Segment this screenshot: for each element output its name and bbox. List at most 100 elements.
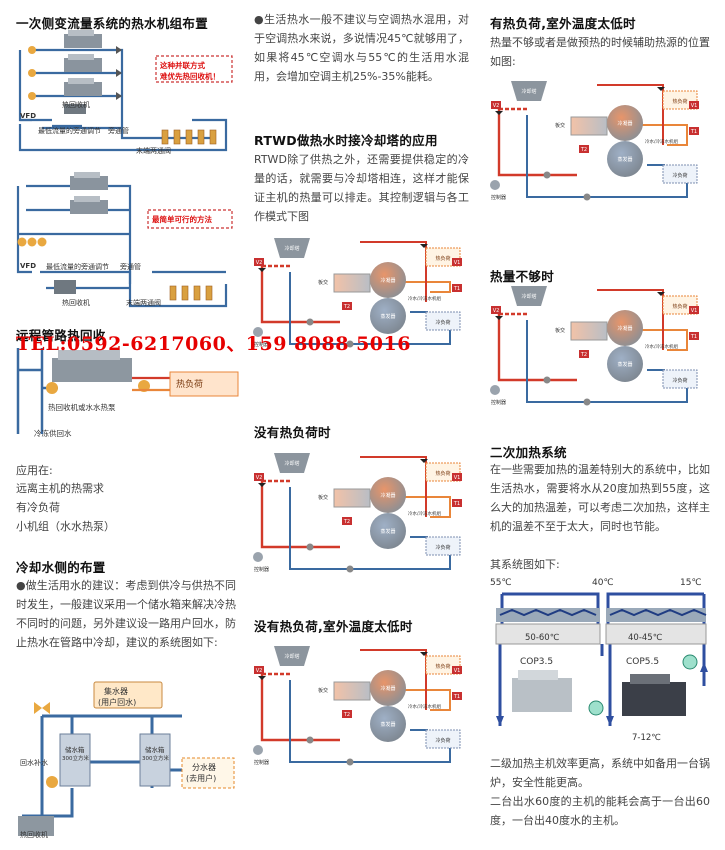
label-tower: 冷却塔: [284, 653, 299, 660]
cooling-tower-icon: [274, 238, 310, 258]
cool-load-box: [425, 536, 461, 556]
label-heat-load: 热负荷: [435, 663, 450, 670]
evaporator-icon: [370, 513, 406, 549]
heat-load-box: [425, 247, 461, 267]
sensor-t1-tag: [452, 284, 462, 292]
label-v2: V2: [256, 475, 263, 481]
label-hx: 板交: [318, 494, 328, 501]
primary-variable-flow-diagram-2: [16, 172, 233, 308]
label-tower: 冷却塔: [521, 293, 536, 300]
evaporator-icon: [370, 706, 406, 742]
label-evaporator: 蒸发器: [617, 361, 632, 368]
heat-exchanger-icon: [333, 681, 371, 701]
cooling-water-advice-paragraph: ●做生活用水的建议：考虑到供冷与供热不同时发生，一般建议采用一个储水箱来解决冷热…: [16, 579, 236, 649]
label-t2: T2: [343, 304, 350, 310]
primary-variable-flow-diagram-1: [18, 30, 233, 152]
label-heat-recovery: 热回收机: [62, 101, 90, 109]
storage-tank-diagram: [18, 681, 235, 836]
tank1-label: 储水箱: [65, 746, 85, 754]
controller-icon: [253, 745, 263, 755]
label-controller: 控制器: [254, 341, 269, 348]
label-controller: 控制器: [254, 566, 269, 573]
cooling-tower-icon: [274, 453, 310, 473]
label-v2: V2: [493, 103, 500, 109]
valve-icon: [495, 111, 503, 115]
label-condenser: 冷凝器: [617, 325, 632, 332]
label-v1: V1: [691, 103, 698, 109]
evaporator-icon: [370, 298, 406, 334]
condenser-icon: [607, 310, 643, 346]
label-t2: T2: [343, 712, 350, 718]
chilled-water-range: 7-12℃: [632, 733, 661, 743]
sensor-t1-tag: [452, 499, 462, 507]
label-condenser: 冷凝器: [380, 277, 395, 284]
pump-icon: [306, 318, 314, 326]
heat-load-box: [662, 295, 698, 315]
applications-heading: 应用在:: [16, 464, 53, 477]
section-title-no-heat-load-low-temp: 没有热负荷,室外温度太低时: [254, 619, 413, 634]
pump-icon: [543, 171, 551, 179]
heat-exchanger-icon: [570, 116, 608, 136]
system-diagram-intro: 其系统图如下:: [490, 558, 560, 571]
pump-icon: [28, 46, 36, 100]
label-v1: V1: [454, 668, 461, 674]
valve-v2-tag: [254, 258, 264, 266]
pump-icon: [306, 736, 314, 744]
sensor-t1-tag: [689, 127, 699, 135]
section-title-insufficient-heat: 热量不够时: [490, 269, 555, 284]
valve-v2-tag: [491, 306, 501, 314]
application-item-1: 远离主机的热需求: [16, 482, 104, 495]
domestic-hot-water-paragraph: ●生活热水一般不建议与空调热水混用，对于空调热水来说，多说情况45℃就够用了，如…: [254, 13, 469, 83]
label-controller: 控制器: [254, 759, 269, 766]
tank2-sub-label: 300立方米: [142, 756, 169, 762]
pump-icon: [583, 193, 591, 201]
label-heat-load: 热负荷: [672, 303, 687, 310]
application-item-2: 有冷负荷: [16, 501, 60, 514]
heat-load-box: [425, 462, 461, 482]
application-item-3: 小机组（水水热泵）: [16, 520, 115, 533]
distributor-sub-label: (去用户): [186, 774, 217, 783]
pump-icon: [346, 758, 354, 766]
simplest-method-note: 最简单可行的方法: [152, 215, 212, 224]
range-40-45: 40-45℃: [628, 633, 663, 643]
evaporator-icon: [607, 346, 643, 382]
sensor-t2-tag: [342, 710, 352, 718]
section-title-rtwd-cooling-tower: RTWD做热水时接冷却塔的应用: [254, 133, 438, 148]
label-bypass-pipe: 旁通管: [108, 127, 129, 135]
cool-load-box: [425, 729, 461, 749]
valve-icon: [657, 292, 665, 296]
cop-5-5: COP5.5: [626, 657, 660, 667]
label-cool-load: 冷负荷: [672, 377, 687, 384]
sensor-t1-tag: [689, 332, 699, 340]
label-heat-load: 热负荷: [672, 98, 687, 105]
valve-v2-tag: [254, 666, 264, 674]
heat-exchanger-icon: [333, 273, 371, 293]
pump-icon: [346, 340, 354, 348]
condenser-icon: [370, 477, 406, 513]
label-cool-load: 冷负荷: [672, 172, 687, 179]
valve-icon: [495, 316, 503, 320]
valve-v2-tag: [491, 101, 501, 109]
section-title-no-heat-load: 没有热负荷时: [254, 425, 331, 440]
label-condenser: 冷凝器: [380, 492, 395, 499]
valve-v1-tag: [689, 306, 699, 314]
pump-icon: [543, 376, 551, 384]
label-v2: V2: [493, 308, 500, 314]
parallel-note-line1: 这种并联方式: [160, 61, 205, 70]
pump-icon: [346, 565, 354, 573]
pipe-red: [497, 314, 577, 382]
label-vfd: VFD: [20, 112, 37, 120]
label-controller: 控制器: [491, 194, 506, 201]
temp-label-15: 15℃: [680, 578, 702, 588]
sensor-t1-tag: [452, 692, 462, 700]
label-evaporator: 蒸发器: [617, 156, 632, 163]
temp-label-40: 40℃: [592, 578, 614, 588]
pipe-red: [497, 109, 577, 177]
pipe-blue: [289, 487, 451, 570]
section-title-primary-variable-flow: 一次侧变流量系统的热水机组布置: [16, 16, 209, 31]
label-controller: 控制器: [491, 399, 506, 406]
